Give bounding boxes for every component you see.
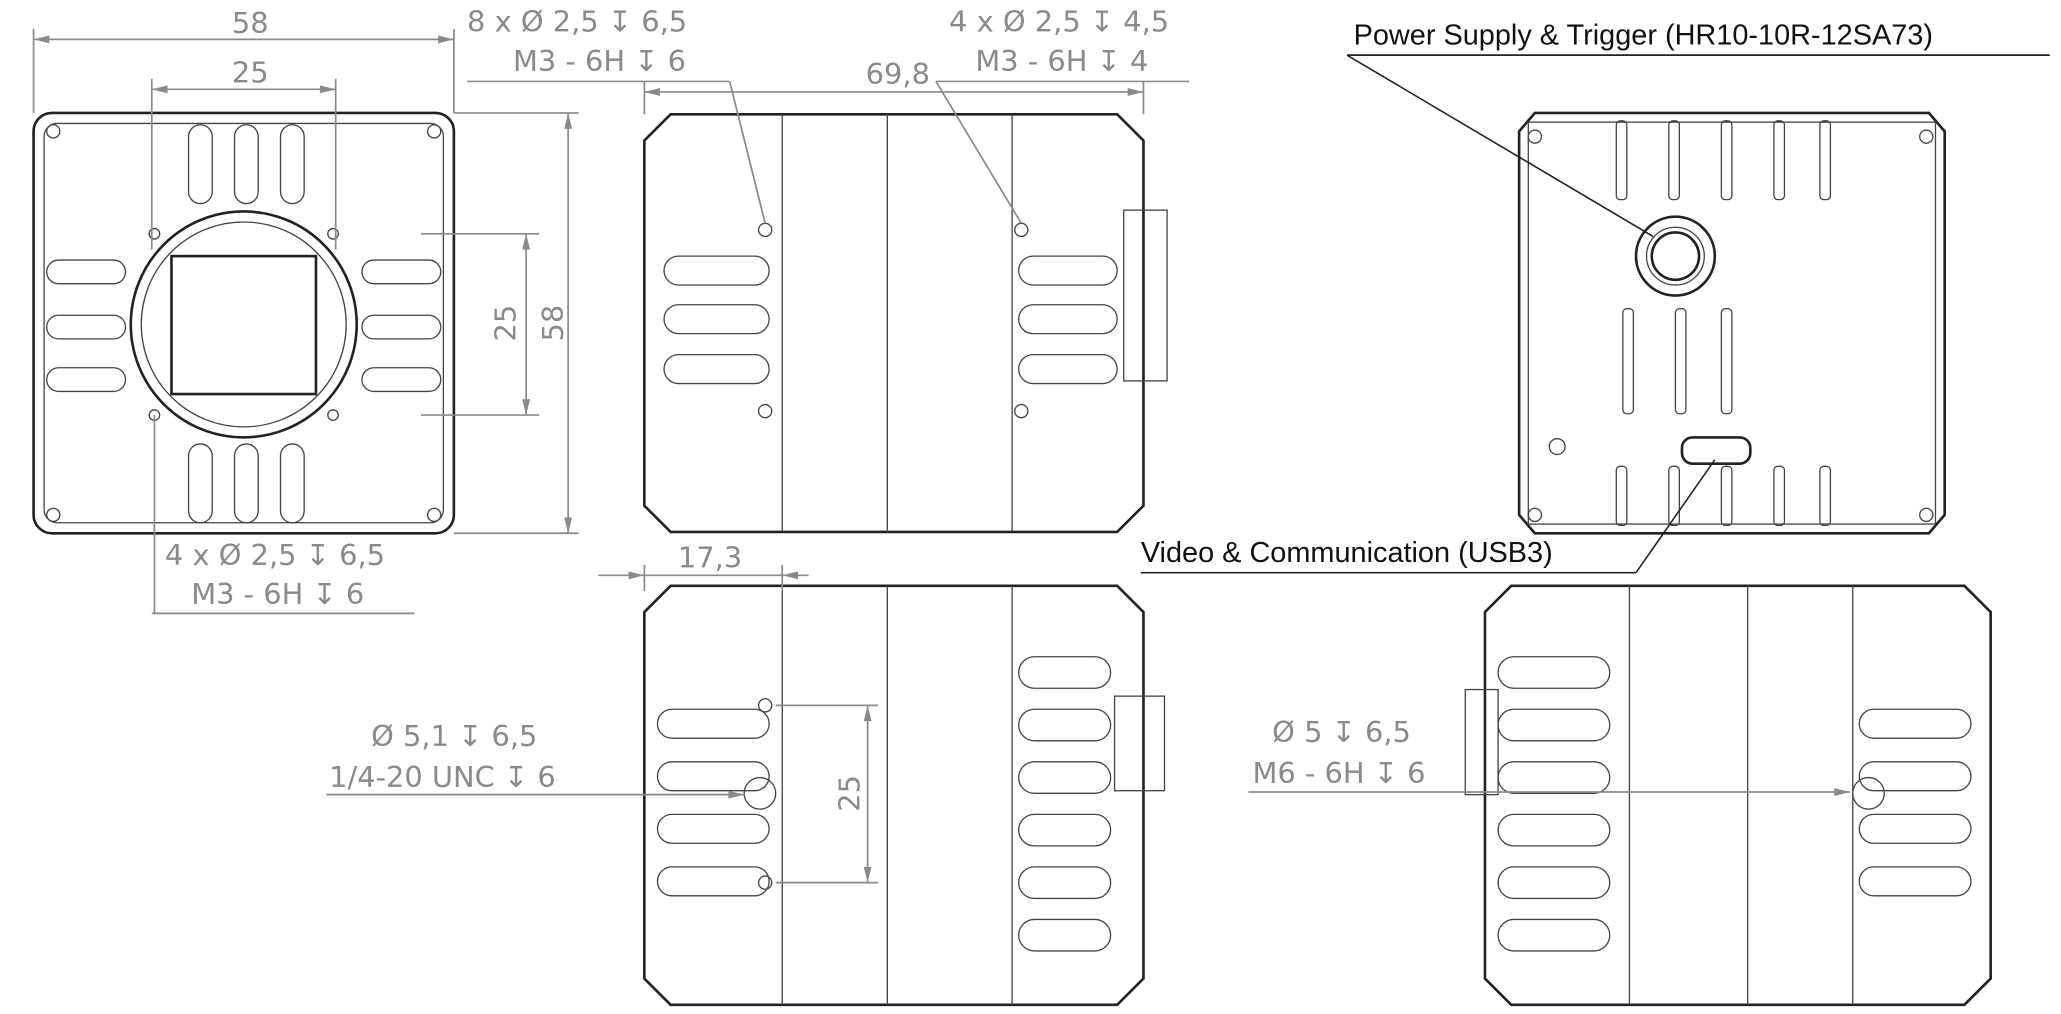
cooling-slot [1018, 918, 1112, 952]
cooling-slot [1497, 866, 1611, 900]
cooling-slot [1720, 465, 1733, 527]
front-view: 58 25 58 25 4 x Ø 2,5 ↧ 6,5 M3 - 6H ↧ 6 [32, 6, 579, 615]
cooling-slot [46, 259, 127, 285]
cooling-slot [1773, 465, 1786, 527]
front-width-dim: 58 [232, 6, 269, 40]
tripod-note-line1: Ø 5,1 ↧ 6,5 [371, 719, 537, 753]
cooling-slot [1858, 761, 1972, 792]
cooling-slot [656, 813, 770, 844]
cooling-slot [1720, 120, 1733, 201]
side-view-right: Ø 5 ↧ 6,5 M6 - 6H ↧ 6 [1248, 584, 1992, 1007]
cooling-slot [656, 866, 770, 897]
cooling-slot [1674, 308, 1687, 415]
cooling-slot [1615, 120, 1628, 201]
hole-spacing-dim: 25 [833, 775, 867, 812]
right-hole-line1: Ø 5 ↧ 6,5 [1272, 715, 1411, 749]
side-view-top: 69,8 8 x Ø 2,5 ↧ 6,5 M3 - 6H ↧ 6 4 x Ø 2… [467, 5, 1190, 534]
cooling-slot [1668, 120, 1681, 201]
cooling-slot [361, 367, 442, 393]
cooling-slot [656, 761, 770, 792]
side-view-bottom: 17,3 25 Ø 5,1 ↧ 6,5 1/4-20 UNC ↧ 6 [326, 540, 1166, 1007]
cooling-slot [1018, 813, 1112, 847]
cooling-slot [663, 304, 770, 335]
cooling-slot [1819, 465, 1832, 527]
cooling-slot [1720, 308, 1733, 415]
cooling-slot [1497, 708, 1611, 742]
cooling-slot [1668, 465, 1681, 527]
cooling-slot [1858, 866, 1972, 897]
cooling-slot [233, 443, 259, 524]
cooling-slot [1018, 708, 1112, 742]
cooling-slot [1497, 813, 1611, 847]
cooling-slot [1773, 120, 1786, 201]
back-view: Power Supply & Trigger (HR10-10R-12SA73)… [1140, 20, 2050, 574]
cooling-slot [187, 124, 213, 205]
front-lens-span-dim: 25 [232, 56, 269, 90]
left-holes-line1: 8 x Ø 2,5 ↧ 6,5 [467, 5, 687, 39]
cooling-slot [1622, 308, 1635, 415]
front-holes-note-line2: M3 - 6H ↧ 6 [191, 577, 364, 611]
cooling-slot [663, 255, 770, 286]
cooling-slot [1018, 304, 1118, 335]
cooling-slot [1858, 708, 1972, 739]
video-communication-label: Video & Communication (USB3) [1141, 537, 1553, 569]
cooling-slot [279, 124, 305, 205]
tripod-note-line2: 1/4-20 UNC ↧ 6 [329, 760, 556, 794]
cooling-slot [1615, 465, 1628, 527]
right-holes-line1: 4 x Ø 2,5 ↧ 4,5 [949, 5, 1169, 39]
right-hole-line2: M6 - 6H ↧ 6 [1252, 756, 1425, 790]
cooling-slot [1018, 656, 1112, 689]
side-length-dim: 69,8 [866, 57, 930, 91]
cooling-slot [656, 708, 770, 739]
offset-dim: 17,3 [678, 540, 742, 574]
cooling-slot [187, 443, 213, 524]
cooling-slot [361, 314, 442, 340]
cooling-slot [1018, 866, 1112, 900]
cooling-slot [46, 367, 127, 393]
cooling-slot [279, 443, 305, 524]
cooling-slot [361, 259, 442, 285]
left-holes-line2: M3 - 6H ↧ 6 [513, 44, 686, 78]
cooling-slot [46, 314, 127, 340]
cooling-slot [1819, 120, 1832, 201]
cooling-slot [1497, 656, 1611, 689]
front-inner-height-dim: 25 [489, 305, 523, 342]
right-holes-line2: M3 - 6H ↧ 4 [975, 44, 1148, 78]
cooling-slot [1497, 761, 1611, 794]
cooling-slot [1018, 761, 1112, 794]
front-height-dim: 58 [536, 305, 570, 342]
cooling-slot [663, 353, 770, 385]
cooling-slot [1018, 255, 1118, 286]
cooling-slot [233, 124, 259, 205]
power-supply-label: Power Supply & Trigger (HR10-10R-12SA73) [1354, 20, 1933, 52]
cooling-slot [1018, 353, 1118, 385]
cooling-slot [1497, 918, 1611, 952]
front-holes-note-line1: 4 x Ø 2,5 ↧ 6,5 [165, 538, 385, 572]
cooling-slot [1858, 813, 1972, 844]
